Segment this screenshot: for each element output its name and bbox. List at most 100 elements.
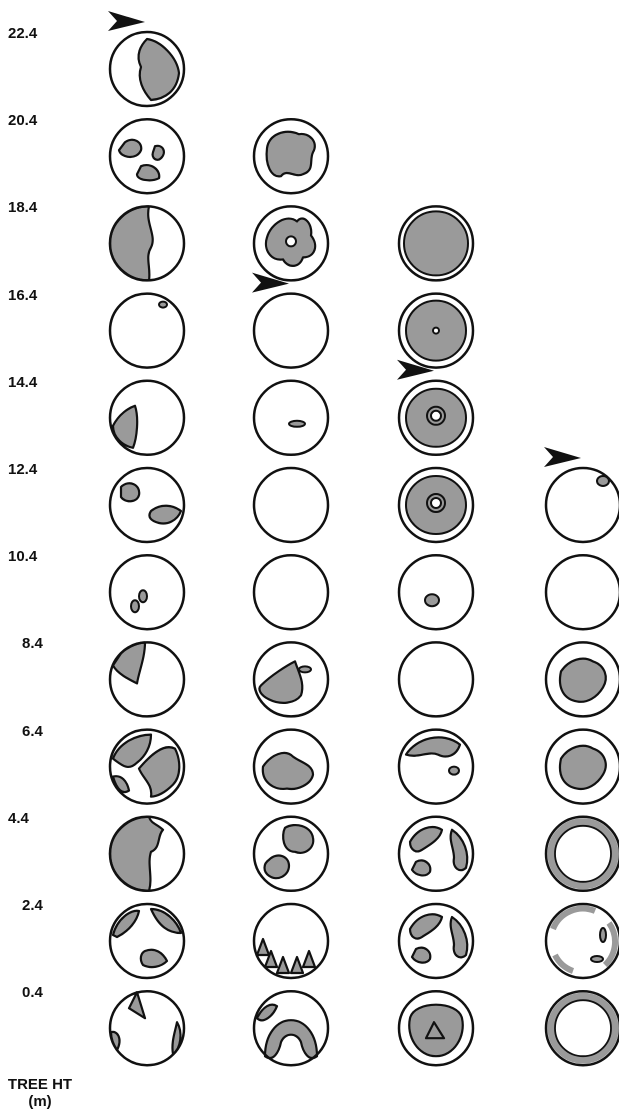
stained-area bbox=[151, 909, 181, 933]
stained-area bbox=[449, 767, 459, 775]
stained-area bbox=[110, 206, 153, 280]
stained-area bbox=[131, 600, 139, 612]
stained-area bbox=[259, 661, 302, 702]
disc-outline bbox=[254, 294, 328, 368]
cross-section-disc bbox=[546, 555, 619, 629]
stained-area bbox=[141, 950, 167, 967]
disc-outline bbox=[110, 642, 184, 716]
cross-section-disc bbox=[546, 642, 619, 716]
disc-outline bbox=[254, 468, 328, 542]
cross-section-disc bbox=[110, 817, 184, 891]
stained-area bbox=[560, 659, 606, 702]
stained-area bbox=[257, 939, 269, 955]
stained-area bbox=[406, 737, 460, 756]
cross-section-disc bbox=[399, 904, 473, 978]
stained-area bbox=[605, 923, 615, 965]
disc-outline bbox=[254, 381, 328, 455]
disc-outline bbox=[110, 119, 184, 193]
cross-section-disc bbox=[110, 206, 184, 280]
stained-area bbox=[409, 1005, 463, 1057]
cross-section-disc bbox=[546, 817, 619, 891]
cross-section-disc bbox=[254, 206, 328, 280]
stained-area bbox=[129, 992, 145, 1018]
axis-title: TREE HT (m) bbox=[0, 1076, 80, 1110]
disc-outline bbox=[110, 468, 184, 542]
stained-area bbox=[555, 826, 611, 882]
stained-area bbox=[263, 753, 313, 789]
disc-outline bbox=[110, 294, 184, 368]
cross-section-disc bbox=[110, 642, 184, 716]
disc-outline bbox=[254, 555, 328, 629]
cross-section-disc bbox=[254, 817, 328, 891]
stained-area bbox=[159, 302, 167, 308]
cross-section-disc bbox=[110, 119, 184, 193]
stained-area bbox=[110, 817, 163, 891]
stained-area bbox=[591, 956, 603, 962]
stained-area bbox=[410, 827, 442, 851]
axis-title-line2: (m) bbox=[0, 1093, 80, 1110]
cross-section-disc bbox=[254, 991, 328, 1065]
disc-outline bbox=[254, 904, 328, 978]
stained-area bbox=[267, 132, 315, 177]
stained-area bbox=[412, 861, 430, 876]
cross-section-disc bbox=[399, 730, 473, 804]
cross-section-disc bbox=[399, 468, 473, 542]
cross-section-disc bbox=[110, 730, 184, 804]
disc-outline bbox=[399, 642, 473, 716]
cross-section-disc bbox=[546, 904, 619, 978]
cross-section-disc bbox=[399, 294, 473, 368]
cross-section-disc bbox=[110, 991, 184, 1065]
stained-area bbox=[451, 830, 468, 870]
stained-area bbox=[431, 411, 441, 421]
cross-section-disc bbox=[110, 294, 184, 368]
stained-area bbox=[303, 951, 315, 967]
stained-area bbox=[560, 746, 606, 789]
stained-area bbox=[433, 328, 439, 334]
stained-area bbox=[137, 165, 159, 180]
arrowhead-marker bbox=[108, 11, 145, 31]
cross-section-disc bbox=[254, 119, 328, 193]
stained-area bbox=[113, 642, 145, 683]
stained-area bbox=[286, 236, 296, 246]
disc-outline bbox=[546, 904, 619, 978]
cross-section-disc bbox=[252, 273, 328, 368]
stained-area bbox=[265, 856, 290, 879]
stained-area bbox=[265, 1020, 317, 1058]
cross-section-disc bbox=[399, 555, 473, 629]
stained-area bbox=[551, 996, 615, 1060]
cross-section-disc bbox=[254, 642, 328, 716]
stained-area bbox=[149, 506, 181, 524]
stained-area bbox=[119, 140, 141, 157]
axis-title-line1: TREE HT bbox=[0, 1076, 80, 1093]
stained-area bbox=[113, 406, 137, 448]
stained-area bbox=[600, 928, 606, 942]
stained-area bbox=[451, 917, 468, 957]
stained-area bbox=[410, 914, 442, 938]
stained-area bbox=[113, 911, 139, 937]
stained-area bbox=[153, 146, 164, 160]
stained-area bbox=[139, 590, 147, 602]
disc-outline bbox=[546, 468, 619, 542]
arrowhead-marker bbox=[544, 447, 581, 467]
cross-section-disc bbox=[544, 447, 619, 542]
stained-area bbox=[555, 1000, 611, 1056]
disc-outline bbox=[399, 555, 473, 629]
cross-section-disc bbox=[110, 381, 184, 455]
stained-area bbox=[121, 483, 139, 501]
cross-section-disc bbox=[254, 381, 328, 455]
stained-area bbox=[291, 957, 303, 973]
cross-section-disc bbox=[399, 206, 473, 280]
disc-outline bbox=[546, 555, 619, 629]
disc-outline bbox=[546, 817, 619, 891]
stained-area bbox=[404, 211, 468, 275]
stained-area bbox=[412, 948, 430, 963]
disc-outline bbox=[546, 991, 619, 1065]
cross-section-disc bbox=[397, 360, 473, 455]
cross-section-disc bbox=[110, 555, 184, 629]
cross-section-disc bbox=[399, 817, 473, 891]
cross-section-disc bbox=[546, 991, 619, 1065]
stained-area bbox=[425, 594, 439, 606]
cross-section-disc bbox=[110, 904, 184, 978]
